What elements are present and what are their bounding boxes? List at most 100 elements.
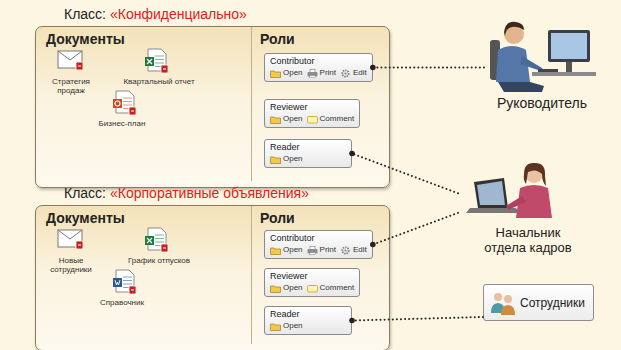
laptop-base [466, 208, 520, 213]
class-box: ДокументыСтратегия продажКвартальный отч… [35, 26, 390, 188]
page-line [123, 284, 132, 285]
permission-name: Open [283, 154, 303, 164]
app-mark [147, 59, 152, 64]
document-icon [145, 49, 168, 73]
class-box: ДокументыНовые сотрудники График отпусков… [35, 205, 390, 350]
dotted-connector [352, 154, 458, 194]
keyboard [538, 69, 558, 72]
permission-name: Open [283, 283, 303, 293]
envelope-flap [58, 51, 82, 60]
page-line [123, 101, 132, 102]
class-label: Класс: [64, 185, 106, 201]
class-heading: Класс:«Корпоративные объявления» [64, 185, 309, 201]
permission-icon [270, 115, 281, 124]
staff-label: Сотрудники [520, 296, 585, 310]
document-icon [113, 91, 136, 115]
class-name: «Корпоративные объявления» [110, 185, 309, 201]
document-icon [58, 51, 83, 70]
laptop-lid [474, 178, 508, 208]
lock-badge [129, 107, 136, 115]
lock-badge [76, 62, 83, 70]
document-caption: Новые сотрудники [40, 256, 102, 274]
role-box: ReviewerOpen Comment [264, 268, 360, 297]
permission-row: Open [270, 321, 346, 331]
document-caption: График отпусков [112, 256, 206, 265]
page-line [155, 63, 164, 64]
permission-name: Open [283, 68, 303, 78]
permission: Edit [340, 68, 367, 78]
person-arm [506, 196, 526, 210]
role-box: ContributorOpenPrintEdit [264, 53, 373, 82]
permission-icon [307, 115, 318, 124]
staff-box: Сотрудники [483, 284, 594, 321]
permission: Open [270, 321, 303, 331]
monitor [548, 30, 590, 62]
person-head [504, 295, 512, 303]
permission: Open [270, 68, 303, 78]
permission: Print [307, 68, 336, 78]
person-label: Начальник отдела кадров [478, 225, 578, 256]
role-name: Reviewer [270, 102, 354, 113]
document-icons [36, 27, 251, 181]
document-caption: Квартальный отчет [112, 77, 206, 86]
permission-icon [270, 284, 281, 293]
app-mark [115, 101, 120, 106]
page-line [155, 235, 164, 236]
page-line [155, 238, 164, 239]
permission: Comment [307, 283, 355, 293]
role-name: Reader [270, 142, 346, 153]
lock-mark [78, 245, 81, 246]
person-label: Руководитель [484, 95, 600, 112]
folder-icon [271, 117, 281, 124]
roles-panel: ContributorOpenPrintEditReviewerOpenComm… [251, 206, 381, 344]
documents-panel: ДокументыСтратегия продажКвартальный отч… [36, 27, 251, 181]
document-caption: Бизнес-план [84, 119, 160, 128]
page-line [155, 242, 164, 243]
person-head [494, 293, 502, 301]
panel-heading: Документы [46, 210, 125, 226]
person-figure: Начальник отдела кадров [458, 158, 598, 256]
permission-name: Comment [320, 114, 355, 124]
permission: Open [270, 283, 303, 293]
person-legs [498, 82, 544, 92]
folder-icon [271, 286, 281, 293]
person-body [501, 305, 515, 315]
folder-icon [271, 248, 281, 255]
permission-icon [270, 246, 281, 255]
lock-badge [161, 65, 168, 73]
permission: Print [307, 245, 336, 255]
lock-mark [131, 290, 134, 291]
page-line [123, 277, 132, 278]
role-box: ReaderOpen [264, 306, 352, 335]
document-icon [145, 228, 168, 252]
permission-icon [307, 284, 318, 293]
gear-hub [345, 72, 347, 74]
folder-icon [271, 157, 281, 164]
lock-badge [161, 244, 168, 252]
permission-name: Edit [353, 245, 367, 255]
dotted-connector [373, 213, 458, 245]
app-mark [115, 280, 120, 285]
comment-icon [307, 285, 317, 292]
document-icons [36, 206, 251, 344]
permission-icon [307, 246, 318, 255]
panel-heading: Документы [46, 31, 125, 47]
role-name: Reviewer [270, 271, 354, 282]
lock-mark [78, 66, 81, 67]
class-label: Класс: [64, 6, 106, 22]
lock-mark [163, 69, 166, 70]
permission: Comment [307, 114, 355, 124]
gear-icon [342, 247, 348, 253]
page-line [123, 280, 132, 281]
gear-hub [345, 249, 347, 251]
permission-name: Open [283, 114, 303, 124]
printer-body [307, 249, 317, 254]
document-icon [113, 270, 136, 294]
permission-icon [270, 322, 281, 331]
permission-icon [340, 69, 351, 78]
person-hair [524, 163, 546, 186]
permission-icon [340, 246, 351, 255]
permission-row: Open Comment [270, 114, 354, 124]
role-box: ContributorOpenPrintEdit [264, 230, 373, 259]
laptop-screen [477, 181, 505, 205]
